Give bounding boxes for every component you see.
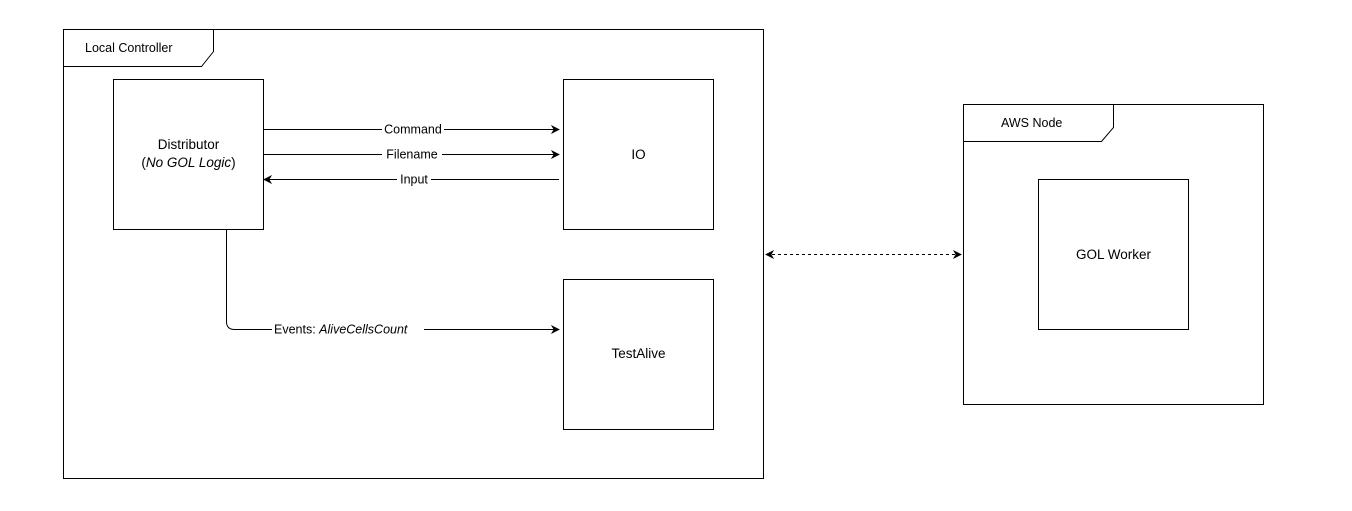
io-box	[563, 79, 714, 230]
command-edge: Command	[264, 122, 560, 137]
input-edge: Input	[263, 172, 559, 187]
filename-edge: Filename	[264, 147, 560, 162]
testalive-box	[563, 279, 714, 430]
gol-worker-node: GOL Worker	[1038, 179, 1189, 330]
distributor-box	[113, 79, 264, 230]
distributor-label: Distributor	[158, 137, 220, 152]
testalive-node: TestAlive	[563, 279, 714, 430]
local-controller-tab	[63, 29, 214, 67]
filename-label: Filename	[386, 148, 437, 162]
aws-node-title: AWS Node	[1001, 116, 1062, 130]
distributor-sublabel: (No GOL Logic)	[141, 155, 235, 170]
events-label: Events: AliveCellsCount	[274, 323, 408, 337]
command-label: Command	[384, 123, 442, 137]
aws-node-tab	[963, 104, 1114, 142]
input-label: Input	[400, 173, 428, 187]
aws-node-frame: AWS Node	[963, 104, 1264, 405]
gol-worker-label: GOL Worker	[1076, 247, 1152, 262]
events-edge: Events: AliveCellsCount	[226, 230, 560, 337]
gol-worker-box	[1038, 179, 1189, 330]
local-controller-title: Local Controller	[85, 41, 173, 55]
distributor-node: Distributor (No GOL Logic)	[113, 79, 264, 230]
local-controller-border	[63, 29, 764, 479]
io-label: IO	[631, 147, 645, 162]
testalive-label: TestAlive	[611, 346, 665, 361]
io-node: IO	[563, 79, 714, 230]
local-controller-frame: Local Controller	[63, 29, 764, 479]
events-arrow	[226, 230, 560, 334]
